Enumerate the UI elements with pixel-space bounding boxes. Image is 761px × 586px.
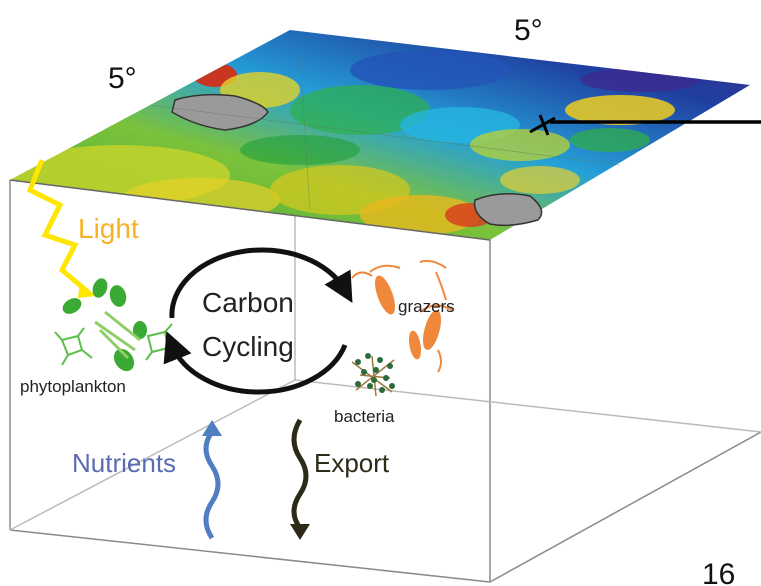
- export-label: Export: [314, 448, 390, 478]
- light-label: Light: [78, 213, 139, 244]
- carbon-cycling-label-line2: Cycling: [202, 331, 294, 362]
- grazers-label: grazers: [398, 297, 455, 316]
- page-number: 16: [702, 558, 735, 586]
- sea-surface-map: [10, 30, 761, 240]
- circular-arrows-icon: [163, 247, 353, 395]
- degree-label-right: 5°: [514, 14, 543, 47]
- wavy-down-arrow-icon: [290, 418, 310, 540]
- wavy-up-arrow-icon: [202, 420, 222, 540]
- land-mass-right: [473, 193, 543, 227]
- bacteria-label: bacteria: [334, 407, 395, 426]
- carbon-cycling-label-line1: Carbon: [202, 287, 294, 318]
- nutrients-label: Nutrients: [72, 448, 176, 478]
- phytoplankton-label: phytoplankton: [20, 377, 126, 396]
- box-frame: [9, 179, 761, 583]
- land-mass-left: [171, 93, 269, 131]
- lightning-bolt-icon: [26, 159, 96, 298]
- degree-label-left: 5°: [108, 62, 137, 95]
- phytoplankton-illustration: [54, 278, 173, 372]
- location-marker: [529, 114, 761, 136]
- bacteria-illustration: [351, 353, 395, 397]
- grazers-illustration: [351, 259, 453, 373]
